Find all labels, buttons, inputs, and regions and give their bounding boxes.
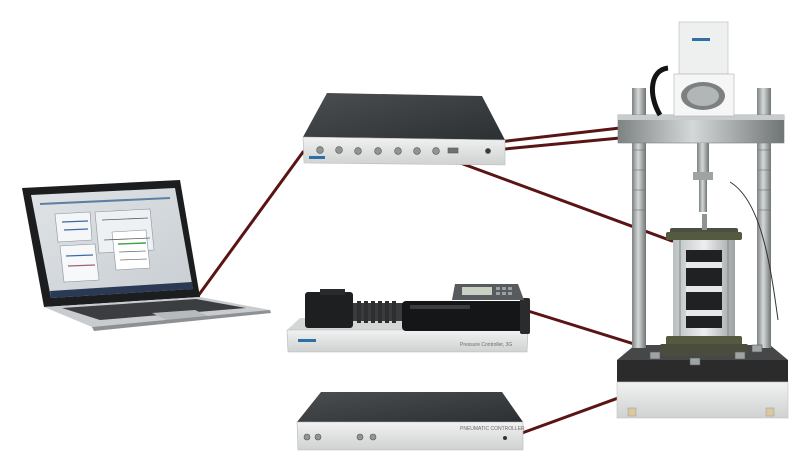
cable-daq-to-cell — [423, 148, 674, 243]
triaxial-cell — [660, 214, 748, 356]
pc-logo — [298, 339, 316, 342]
pc-spring — [353, 301, 403, 323]
data-acquisition-box — [302, 93, 506, 166]
laptop-taskbar — [50, 282, 193, 298]
frame-base-black — [617, 360, 788, 382]
cable-daq-to-frame-top-2 — [492, 136, 622, 152]
pc-motor — [305, 292, 353, 328]
frame-valves — [649, 344, 763, 366]
pressure-controller-unit: Pressure Controller, 3G — [286, 284, 530, 353]
frame-column-left — [632, 88, 646, 348]
frame-base-white — [616, 381, 789, 419]
daq-front — [302, 136, 506, 166]
pn-connectors — [303, 433, 377, 441]
laptop — [22, 180, 271, 331]
laptop-software-window — [39, 197, 171, 283]
frame-column-right — [757, 88, 771, 348]
cable-laptop-to-daq — [196, 150, 305, 298]
triaxial-load-frame — [616, 21, 789, 419]
pn-front — [296, 421, 524, 451]
pneumatic-controller-box: PNEUMATIC CONTROLLER — [296, 392, 525, 451]
connection-cables — [196, 126, 697, 435]
pc-display — [452, 284, 524, 300]
daq-logo — [309, 156, 325, 159]
frame-load-rod — [697, 143, 709, 173]
pn-label: PNEUMATIC CONTROLLER — [460, 426, 525, 432]
pn-top — [297, 392, 523, 422]
pc-label: Pressure Controller, 3G — [460, 342, 512, 348]
frame-actuator-top — [678, 21, 729, 75]
cable-daq-to-frame-top — [488, 126, 622, 145]
daq-top — [303, 93, 505, 140]
daq-connectors — [316, 146, 491, 155]
pc-base-front — [286, 329, 529, 353]
laptop-keyboard — [62, 299, 246, 320]
